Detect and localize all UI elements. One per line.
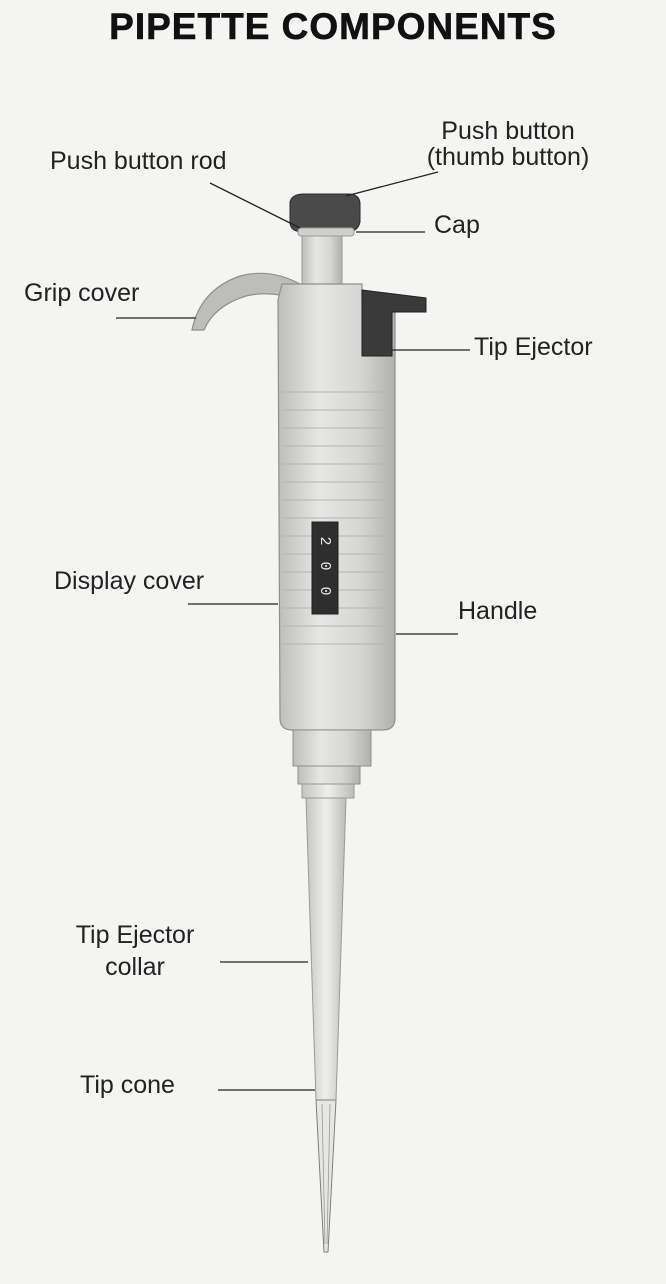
display-digit-1: 2 [316, 536, 333, 545]
display-digit-2: 0 [316, 561, 333, 570]
tip-cone [305, 797, 347, 1101]
diagram-title: PIPETTE COMPONENTS [109, 6, 557, 48]
thumb-button [289, 193, 361, 233]
push-button-rod [301, 231, 343, 285]
display-digits: 2 0 0 [316, 536, 333, 595]
handle-body [277, 283, 396, 731]
label-push-button-line1: Push button [441, 117, 575, 145]
label-tip-ejector-collar: Tip Ejector collar [40, 920, 230, 982]
lower-shaft [292, 729, 372, 767]
leader-lines [116, 171, 470, 1091]
label-push-button: Push button (thumb button) [396, 116, 620, 172]
label-handle: Handle [458, 597, 538, 625]
label-push-button-line2: (thumb button) [426, 143, 590, 171]
label-tip-ejector-collar-line1: Tip Ejector [75, 921, 195, 949]
disposable-tip [315, 1099, 337, 1253]
tip-ejector-collar [297, 765, 361, 785]
label-grip-cover: Grip cover [24, 279, 140, 307]
label-display-cover: Display cover [54, 567, 205, 595]
tip-ejector [361, 289, 427, 357]
label-tip-cone: Tip cone [80, 1071, 175, 1099]
collar-ring [301, 783, 355, 799]
display-window [311, 521, 339, 615]
label-push-button-rod: Push button rod [50, 147, 227, 175]
leader-push-button [345, 171, 439, 197]
cap [297, 227, 355, 237]
label-cap: Cap [434, 211, 480, 239]
label-tip-ejector: Tip Ejector [474, 333, 593, 361]
label-tip-ejector-collar-line2: collar [105, 953, 165, 981]
display-digit-3: 0 [316, 586, 333, 595]
leader-push-button-rod [209, 182, 301, 229]
